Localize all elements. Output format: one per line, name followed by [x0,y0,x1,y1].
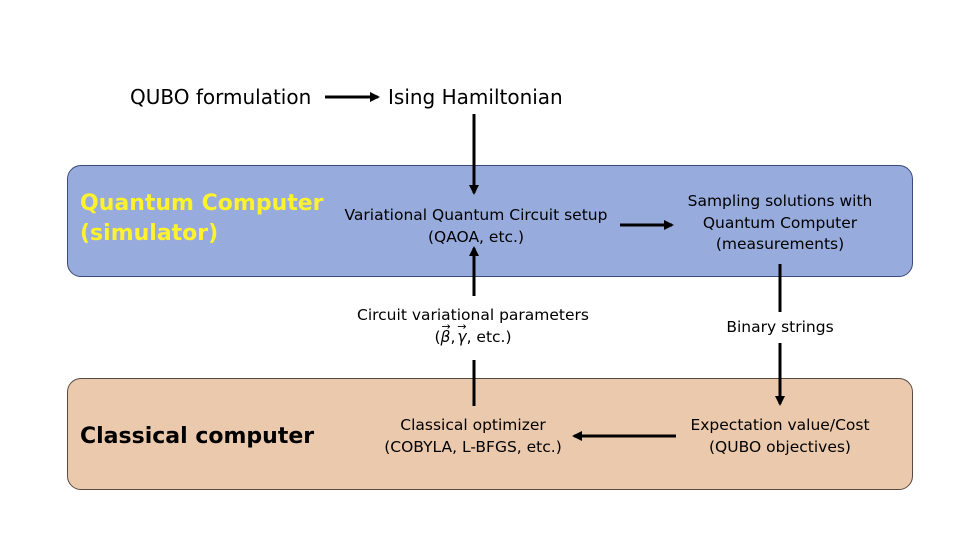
params-line2: (β→,γ→, etc.) [434,319,512,346]
params-line1: Circuit variational parameters [357,306,589,324]
vqc-line2: (QAOA, etc.) [427,227,525,246]
classical-computer-title: Classical computer [80,424,315,449]
binary-strings-label: Binary strings [726,318,834,336]
quantum-title-line1: Quantum Computer [80,191,324,216]
classical-optimizer-label: Classical optimizer (COBYLA, L-BFGS, etc… [370,415,576,458]
quantum-title-line2: (simulator) [80,220,219,246]
classical-computer-box [67,378,913,490]
sampling-line2: Quantum Computer [702,213,858,232]
sampling-line1: Sampling solutions with [687,192,873,210]
sampling-label: Sampling solutions with Quantum Computer… [672,191,888,256]
quantum-computer-box [67,165,913,277]
sampling-line3: (measurements) [715,235,845,254]
vqc-setup-label: Variational Quantum Circuit setup (QAOA,… [336,205,616,248]
qubo-formulation-label: QUBO formulation [130,85,312,109]
optimizer-line2: (COBYLA, L-BFGS, etc.) [384,437,562,456]
quantum-computer-title: Quantum Computer (simulator) [80,189,324,248]
vqc-line1: Variational Quantum Circuit setup [344,206,608,224]
expectation-line1: Expectation value/Cost [690,416,870,434]
gamma-vector-symbol: γ→ [457,319,467,346]
expectation-line2: (QUBO objectives) [709,437,851,456]
optimizer-line1: Classical optimizer [400,416,546,434]
beta-vector-symbol: β→ [440,319,451,346]
ising-hamiltonian-label: Ising Hamiltonian [388,85,563,109]
expectation-value-label: Expectation value/Cost (QUBO objectives) [678,415,882,458]
circuit-params-label: Circuit variational parameters (β→,γ→, e… [345,305,601,348]
params-line2-suffix: , etc.) [466,327,512,346]
